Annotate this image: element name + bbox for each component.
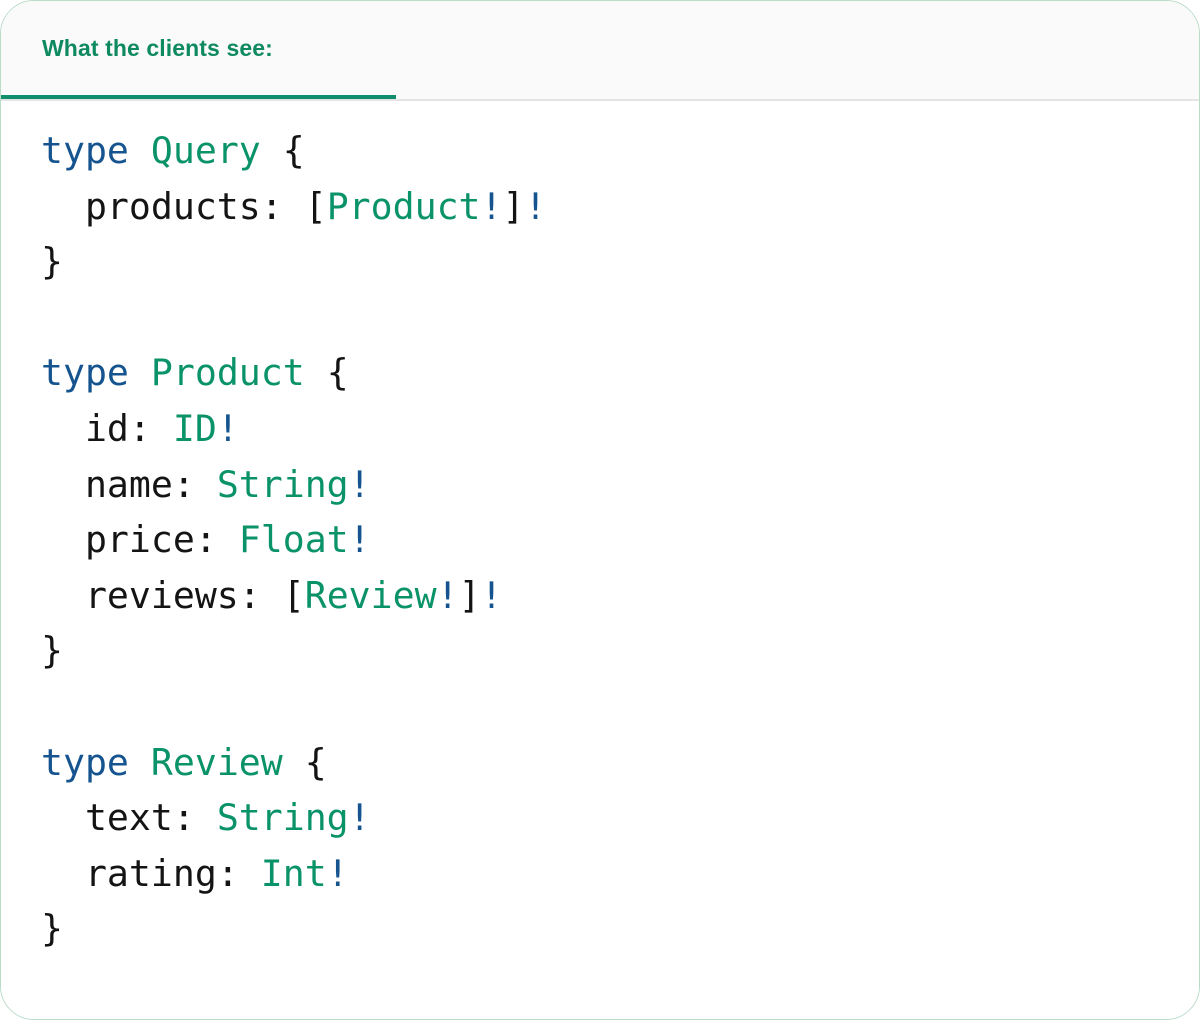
code-token-punc: { bbox=[282, 740, 327, 784]
code-line: type Product { bbox=[41, 345, 1199, 401]
code-token-punc: } bbox=[41, 907, 63, 951]
code-token-fld: id bbox=[84, 406, 129, 450]
code-token-punc: : bbox=[128, 406, 173, 450]
code-token-punc bbox=[129, 741, 151, 784]
code-token-bang: ! bbox=[216, 406, 239, 450]
code-token-tname: Product bbox=[326, 184, 481, 228]
code-token-fld: reviews bbox=[84, 573, 239, 617]
code-token-bang: ! bbox=[348, 462, 371, 506]
code-token-bang: ! bbox=[348, 796, 371, 840]
code-token-kw: type bbox=[41, 351, 129, 395]
code-token-punc bbox=[129, 351, 151, 394]
code-token-punc bbox=[41, 796, 85, 839]
tab-what-the-clients-see[interactable]: What the clients see: bbox=[1, 1, 396, 99]
code-token-bang: ! bbox=[348, 518, 371, 562]
code-line bbox=[41, 679, 1199, 735]
code-token-punc: : bbox=[172, 462, 217, 506]
code-token-punc: { bbox=[304, 351, 349, 395]
code-token-kw: type bbox=[41, 740, 129, 784]
code-token-tname: String bbox=[216, 796, 349, 840]
code-token-fld: price bbox=[84, 518, 195, 562]
graphql-schema-code[interactable]: type Query { products: [Product!]!} type… bbox=[1, 123, 1199, 957]
code-token-fld: rating bbox=[84, 851, 217, 895]
code-token-punc bbox=[41, 574, 85, 617]
code-line bbox=[41, 290, 1199, 346]
code-token-punc: { bbox=[260, 129, 305, 172]
code-token-kw: type bbox=[41, 129, 129, 172]
code-token-bang: ! bbox=[436, 573, 459, 617]
code-line: } bbox=[41, 901, 1199, 957]
code-token-fld: name bbox=[84, 462, 173, 506]
code-area: type Query { products: [Product!]!} type… bbox=[1, 101, 1199, 1019]
tab-strip: What the clients see: bbox=[1, 1, 1199, 101]
code-token-bang: ! bbox=[480, 184, 503, 228]
code-token-tname: ID bbox=[172, 406, 217, 450]
code-token-punc: } bbox=[41, 629, 63, 673]
code-token-punc: : [ bbox=[238, 573, 305, 617]
code-token-punc bbox=[41, 463, 85, 506]
code-token-bang: ! bbox=[480, 573, 503, 617]
code-line: reviews: [Review!]! bbox=[41, 568, 1199, 624]
code-token-bang: ! bbox=[326, 851, 349, 895]
code-line: rating: Int! bbox=[41, 846, 1199, 902]
code-line: price: Float! bbox=[41, 512, 1199, 568]
code-token-tname: Review bbox=[304, 573, 437, 617]
code-line: } bbox=[41, 234, 1199, 290]
code-token-tname: Float bbox=[238, 518, 349, 562]
tab-label: What the clients see: bbox=[42, 34, 273, 61]
code-token-punc: ] bbox=[502, 184, 525, 228]
code-token-punc: : bbox=[194, 518, 239, 562]
code-token-tname: Review bbox=[150, 740, 283, 784]
code-token-tname: Int bbox=[260, 851, 327, 895]
code-token-punc: : [ bbox=[260, 184, 327, 228]
code-token-punc bbox=[41, 852, 85, 895]
code-token-tname: Query bbox=[150, 129, 261, 172]
code-line: type Review { bbox=[41, 735, 1199, 791]
code-token-punc: } bbox=[41, 240, 63, 284]
code-token-tname: Product bbox=[150, 351, 305, 395]
code-token-punc: : bbox=[172, 796, 217, 840]
code-line: type Query { bbox=[41, 123, 1199, 179]
code-line: name: String! bbox=[41, 457, 1199, 513]
code-line: text: String! bbox=[41, 790, 1199, 846]
code-token-bang: ! bbox=[524, 184, 547, 228]
code-token-punc bbox=[41, 185, 85, 228]
code-line: id: ID! bbox=[41, 401, 1199, 457]
code-token-punc bbox=[129, 129, 151, 172]
code-token-punc bbox=[41, 518, 85, 561]
code-token-punc: : bbox=[216, 851, 261, 895]
code-token-tname: String bbox=[216, 462, 349, 506]
code-line: } bbox=[41, 623, 1199, 679]
code-token-punc bbox=[41, 407, 85, 450]
code-token-punc: ] bbox=[458, 573, 481, 617]
code-token-fld: text bbox=[84, 796, 173, 840]
code-token-fld: products bbox=[84, 184, 261, 228]
code-line: products: [Product!]! bbox=[41, 179, 1199, 235]
